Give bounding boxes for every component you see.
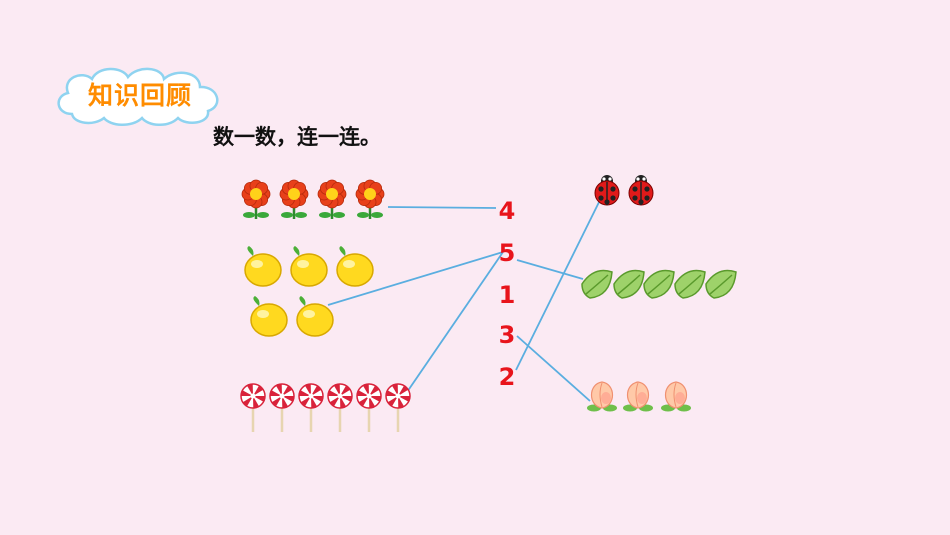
connection-line	[515, 191, 605, 371]
number-three[interactable]: 3	[498, 321, 516, 349]
flower-icon	[279, 179, 309, 219]
lollipop-icon	[327, 383, 353, 432]
peach-icon	[661, 381, 691, 412]
badge-title: 知识回顾	[87, 81, 192, 110]
lemon-icon	[290, 246, 328, 287]
leaf-icon	[705, 269, 737, 299]
knowledge-review-badge: 知识回顾	[50, 62, 230, 128]
peach-icon	[587, 381, 617, 412]
connection-line	[404, 251, 504, 396]
peach-icon	[623, 381, 653, 412]
number-five[interactable]: 5	[498, 239, 516, 267]
lollipop-icon	[298, 383, 324, 432]
lemon-icon	[336, 246, 374, 287]
connection-line	[327, 251, 504, 306]
lollipop-icon	[385, 383, 411, 432]
flower-icon	[241, 179, 271, 219]
leaf-icon	[643, 269, 675, 299]
cloud-icon	[57, 67, 219, 126]
flower-icon	[355, 179, 385, 219]
instruction-text: 数一数，连一连。	[213, 125, 381, 149]
ladybug-icon	[594, 175, 620, 206]
lemon-icon	[296, 296, 334, 337]
leaf-icon	[613, 269, 645, 299]
lemon-icon	[244, 246, 282, 287]
lollipop-icon	[240, 383, 266, 432]
lollipop-icon	[269, 383, 295, 432]
connection-line	[516, 259, 584, 280]
leaf-icon	[674, 269, 706, 299]
number-one[interactable]: 1	[498, 281, 516, 309]
leaf-icon	[581, 269, 613, 299]
number-two[interactable]: 2	[498, 363, 516, 391]
connection-line	[516, 335, 591, 402]
ladybug-icon	[628, 175, 654, 206]
lollipop-icon	[356, 383, 382, 432]
flower-icon	[317, 179, 347, 219]
number-four[interactable]: 4	[498, 197, 516, 225]
connection-line	[387, 206, 497, 209]
lemon-icon	[250, 296, 288, 337]
